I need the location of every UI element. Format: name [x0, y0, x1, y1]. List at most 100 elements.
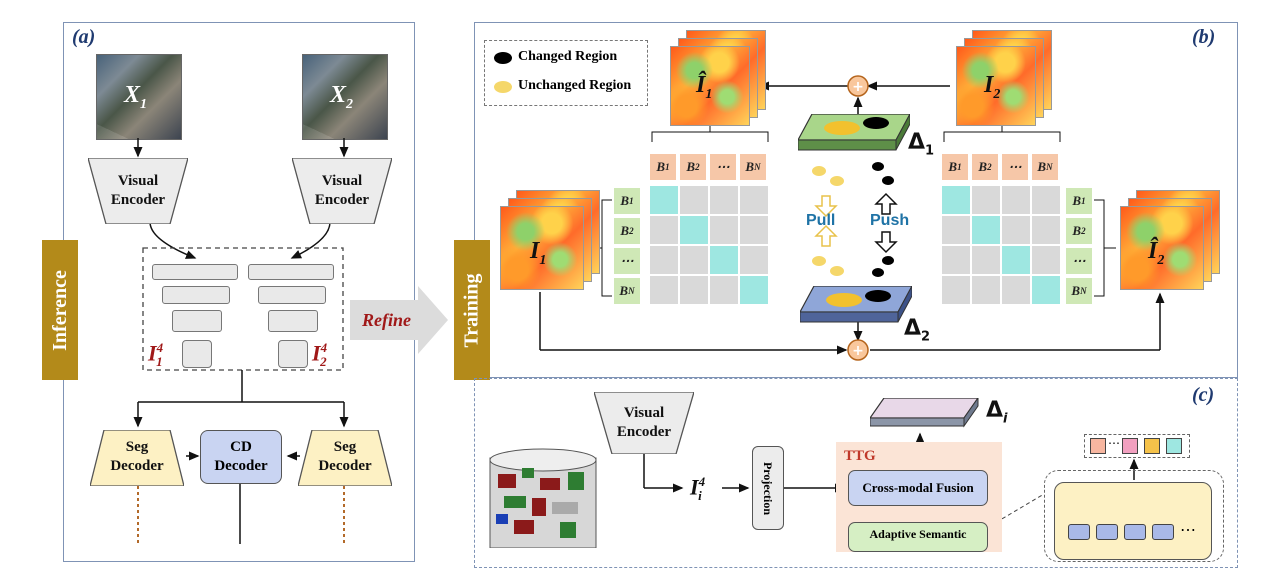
head-right-b2-text: B: [978, 159, 988, 174]
side-right-dots: ⋯: [1066, 248, 1092, 274]
side-left-bn-text: B: [619, 283, 629, 298]
feat-right-label: I42: [312, 340, 327, 370]
matrix-cell: [942, 186, 970, 214]
feature-level-2-left: [162, 286, 230, 304]
delta-i-symbol: Δ: [986, 398, 1004, 423]
i2-symbol: I: [984, 72, 994, 98]
matrix-cell: [1002, 216, 1030, 244]
matrix-cell: [1002, 276, 1030, 304]
matrix-cell: [680, 276, 708, 304]
delta1-plate: [798, 114, 910, 151]
encoder-left-shape: [88, 158, 188, 224]
i1-hat-sub: 1: [705, 86, 713, 102]
similarity-matrix-left: [650, 186, 770, 306]
projection-label: Projection: [761, 461, 776, 515]
delta1-symbol: Δ: [908, 130, 926, 155]
feat-left-sup: 4: [156, 340, 164, 355]
side-left-dots: ⋯: [614, 248, 640, 274]
svg-text:+: +: [852, 79, 864, 95]
x1-subscript: 1: [140, 96, 148, 112]
pull-label: Pull: [806, 212, 836, 229]
matrix-cell: [710, 186, 738, 214]
changed-dot-4: [872, 268, 884, 277]
head-left-b2-text: B: [686, 159, 696, 174]
head-right-bn-text: B: [1037, 159, 1047, 174]
matrix-cell: [942, 216, 970, 244]
head-right-bn-sub: N: [1046, 162, 1053, 172]
i1-heatmap: [500, 206, 584, 290]
token-row: [1084, 434, 1190, 458]
feat-left-symbol: I: [148, 340, 157, 366]
refine-label: Refine: [362, 310, 411, 330]
feature-level-1-left: [152, 264, 238, 280]
panel-c-label: (c): [1192, 384, 1215, 406]
token-3: [1144, 438, 1160, 454]
query-token-4: [1152, 524, 1174, 540]
i2-hat-heatmap: [1120, 206, 1204, 290]
matrix-cell: [740, 276, 768, 304]
i1-hat-heatmap: [670, 46, 750, 126]
delta-i-sub: i: [1003, 411, 1008, 427]
delta2-label: Δ2: [904, 316, 930, 344]
feature-level-3-right: [268, 310, 318, 332]
inference-tab: Inference: [42, 240, 78, 380]
legend-changed-swatch: [494, 52, 512, 64]
seg-decoder-left: Seg Decoder: [110, 439, 164, 474]
matrix-cell: [972, 216, 1000, 244]
side-right-bn-text: B: [1071, 283, 1081, 298]
unchanged-dot-1: [812, 166, 826, 176]
head-left-b2-sub: 2: [695, 162, 700, 172]
query-ellipsis: ⋯: [1180, 522, 1196, 539]
cd-decoder: CD Decoder: [200, 430, 282, 484]
matrix-cell: [710, 246, 738, 274]
cross-modal-fusion: Cross-modal Fusion: [848, 470, 988, 506]
matrix-cell: [1032, 276, 1060, 304]
matrix-cell: [942, 276, 970, 304]
delta2-plate: [800, 286, 912, 323]
query-token-1: [1068, 524, 1090, 540]
feat-right-symbol: I: [312, 340, 321, 366]
delta-i-label: Δi: [986, 398, 1008, 426]
head-right-dots: ⋯: [1002, 154, 1028, 180]
push-label: Push: [870, 212, 910, 229]
x2-subscript: 2: [346, 96, 354, 112]
query-token-2: [1096, 524, 1118, 540]
encoder-left: Visual Encoder: [110, 173, 166, 208]
i2-sub: 2: [993, 86, 1001, 102]
ttg-label: TTG: [844, 448, 876, 464]
i2-heatmap: [956, 46, 1036, 126]
side-left-b1-sub: 1: [629, 196, 634, 206]
feat-c-symbol: I: [690, 474, 699, 500]
side-left-b1-text: B: [620, 193, 630, 208]
head-right-b1-text: B: [948, 159, 958, 174]
encoder-right-shape: [292, 158, 392, 224]
feature-level-4-right: [278, 340, 308, 368]
matrix-cell: [710, 276, 738, 304]
seg-decoder-left-shape: [90, 430, 184, 486]
matrix-cell: [710, 216, 738, 244]
i2-hat-label: Î2: [1148, 238, 1164, 269]
similarity-matrix-right: [942, 186, 1062, 306]
segmentation-cylinder: [489, 448, 597, 548]
delta-i-plate: [870, 398, 979, 428]
seg-decoder-right: Seg Decoder: [318, 439, 372, 474]
feat-left-label: I41: [148, 340, 163, 370]
x2-symbol: X: [330, 82, 347, 108]
matrix-cell: [740, 186, 768, 214]
side-right-b1-text: B: [1072, 193, 1082, 208]
legend-unchanged-label: Unchanged Region: [518, 78, 632, 93]
matrix-cell: [740, 216, 768, 244]
matrix-cell: [1032, 186, 1060, 214]
head-right-b2-sub: 2: [987, 162, 992, 172]
feat-right-sup: 4: [320, 340, 328, 355]
matrix-cell: [1032, 246, 1060, 274]
side-right-bn-sub: N: [1080, 286, 1087, 296]
legend-unchanged-swatch: [494, 81, 512, 93]
side-left-dots-text: ⋯: [620, 253, 634, 268]
delta2-symbol: Δ: [904, 316, 922, 341]
